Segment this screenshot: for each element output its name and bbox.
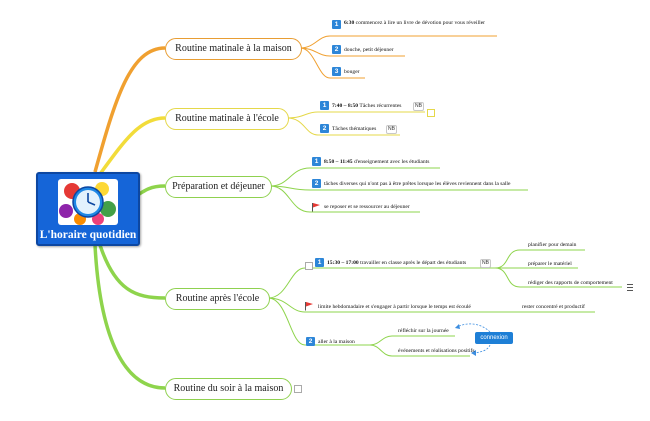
subtopic-child[interactable]: planifier pour demain xyxy=(528,242,577,248)
priority-1-icon: 1 xyxy=(312,157,321,166)
subtopic-child[interactable]: réfléchir sur la journée xyxy=(398,328,449,334)
subtopic[interactable]: douche, petit déjeuner xyxy=(344,47,394,53)
topic-routine-matinale-ecole[interactable]: Routine matinale à l'école xyxy=(165,108,289,130)
branch-line-5 xyxy=(93,244,166,390)
priority-1-icon: 1 xyxy=(332,20,341,29)
subtopic[interactable]: 7:40 – 8:50 Tâches récurrentes xyxy=(332,103,402,110)
red-flag-icon xyxy=(305,302,313,311)
checkbox-icon[interactable] xyxy=(305,262,313,270)
topic-preparation-dejeuner[interactable]: Préparation et déjeuner xyxy=(165,176,272,198)
note-icon[interactable] xyxy=(294,385,302,393)
subtopic-child[interactable]: préparer le matériel xyxy=(528,261,572,267)
subtopic-text: commencez à lire un livre de dévotion po… xyxy=(354,20,486,26)
branch-line-1 xyxy=(93,46,166,173)
notes-icon[interactable] xyxy=(627,284,633,291)
subtopic-text: travailler en classe après le départ des… xyxy=(358,260,467,266)
note-badge[interactable]: NB xyxy=(386,125,397,134)
relationship-arrow xyxy=(454,323,491,333)
subtopic[interactable]: tâches diverses qui n'ont pas à être prê… xyxy=(324,181,511,187)
priority-3-icon: 3 xyxy=(332,67,341,76)
topic-label: Routine après l'école xyxy=(175,293,260,304)
priority-2-icon: 2 xyxy=(320,124,329,133)
note-badge[interactable]: NB xyxy=(480,259,491,268)
subtopic-text: Tâches récurrentes xyxy=(358,103,402,109)
subtopic-text: d'enseignement avec les étudiants xyxy=(352,159,430,165)
central-topic-title: L'horaire quotidien xyxy=(39,229,137,241)
subtopic[interactable]: limite hebdomadaire et s'engager à parti… xyxy=(318,304,471,310)
subtopic[interactable]: aller à la maison xyxy=(318,339,355,345)
subtopic-child[interactable]: événements et réalisations positifs xyxy=(398,348,475,354)
topic-label: Préparation et déjeuner xyxy=(172,181,265,192)
topic-label: Routine du soir à la maison xyxy=(173,383,284,394)
priority-1-icon: 1 xyxy=(315,258,324,267)
priority-1-icon: 1 xyxy=(320,101,329,110)
topic-routine-matinale-maison[interactable]: Routine matinale à la maison xyxy=(165,38,302,60)
clock-icon xyxy=(58,179,118,225)
time-label: 6:30 xyxy=(344,20,355,26)
subtopic[interactable]: 6:30 commencez à lire un livre de dévoti… xyxy=(344,20,504,27)
red-flag-icon xyxy=(312,203,320,212)
priority-2-icon: 2 xyxy=(312,179,321,188)
time-label: 8:50 – 11:45 xyxy=(324,159,353,165)
subtopic-child[interactable]: rester concentré et productif xyxy=(522,304,585,310)
priority-2-icon: 2 xyxy=(332,45,341,54)
time-label: 15:30 – 17:00 xyxy=(327,260,359,266)
priority-2-icon: 2 xyxy=(306,337,315,346)
branch-line-2 xyxy=(98,116,166,176)
topic-routine-soir-maison[interactable]: Routine du soir à la maison xyxy=(165,378,292,400)
subtopic[interactable]: bouger xyxy=(344,69,360,75)
subtopic[interactable]: 8:50 – 11:45 d'enseignement avec les étu… xyxy=(324,159,429,166)
central-topic[interactable]: L'horaire quotidien xyxy=(36,172,140,246)
subtopic-child[interactable]: rédiger des rapports de comportement xyxy=(528,280,613,286)
note-badge[interactable]: NB xyxy=(413,102,424,111)
topic-label: Routine matinale à la maison xyxy=(175,43,292,54)
subtopic[interactable]: Tâches thématiques xyxy=(332,126,377,132)
time-label: 7:40 – 8:50 xyxy=(332,103,359,109)
branch-line-4 xyxy=(98,244,166,300)
topic-label: Routine matinale à l'école xyxy=(175,113,279,124)
relationship-label[interactable]: connexion xyxy=(475,332,513,344)
subtopic[interactable]: se reposer et se ressourcer au déjeuner xyxy=(324,204,410,210)
collapse-icon[interactable] xyxy=(427,109,435,117)
topic-routine-apres-ecole[interactable]: Routine après l'école xyxy=(165,288,270,310)
subtopic[interactable]: 15:30 – 17:00 travailler en classe après… xyxy=(327,260,466,267)
